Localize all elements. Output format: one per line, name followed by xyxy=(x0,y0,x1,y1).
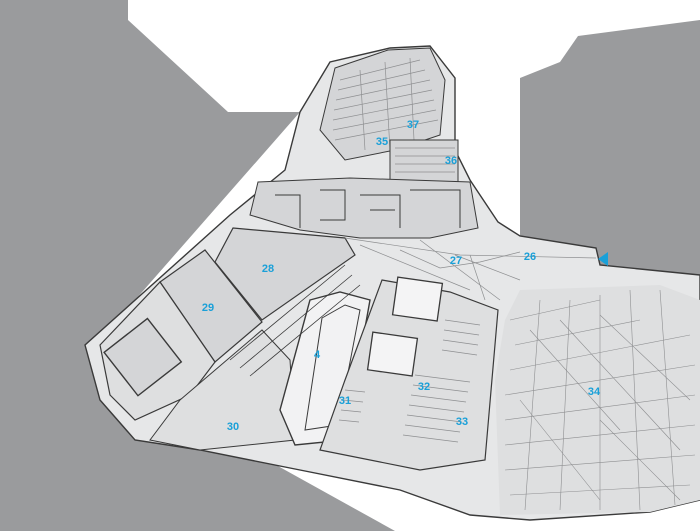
room-label-36: 36 xyxy=(445,155,457,167)
triangle-left-icon xyxy=(598,252,608,266)
room-label-32: 32 xyxy=(418,381,430,393)
gallery-30-inner-room xyxy=(103,317,183,397)
room-label-34: 34 xyxy=(588,386,601,398)
auditorium-wing xyxy=(319,47,459,183)
room-label-27: 27 xyxy=(450,255,462,267)
plaza-tiles xyxy=(504,289,696,511)
room-label-31: 31 xyxy=(339,395,351,407)
room-label-37: 37 xyxy=(407,119,419,131)
room-label-30: 30 xyxy=(227,421,239,433)
stage-36-seating xyxy=(395,147,455,173)
core-box-upper xyxy=(391,276,444,322)
service-core xyxy=(249,177,479,239)
room-label-26: 26 xyxy=(524,251,536,263)
auditorium-seating xyxy=(332,57,439,151)
core-box-lower xyxy=(366,331,419,377)
room-label-35: 35 xyxy=(376,136,388,148)
room-labels: 28 29 30 4 31 32 33 34 35 36 37 27 26 xyxy=(202,119,601,433)
stage-36 xyxy=(389,139,459,183)
ramp xyxy=(229,264,361,377)
room-label-33: 33 xyxy=(456,416,468,428)
library-stacks xyxy=(338,319,481,443)
plaza-34 xyxy=(495,285,700,515)
core-block xyxy=(249,177,479,239)
room-label-28: 28 xyxy=(262,263,274,275)
gallery-28 xyxy=(214,227,356,321)
circulation-lines xyxy=(344,237,597,301)
room-label-29: 29 xyxy=(202,302,214,314)
room-label-4: 4 xyxy=(314,349,321,361)
